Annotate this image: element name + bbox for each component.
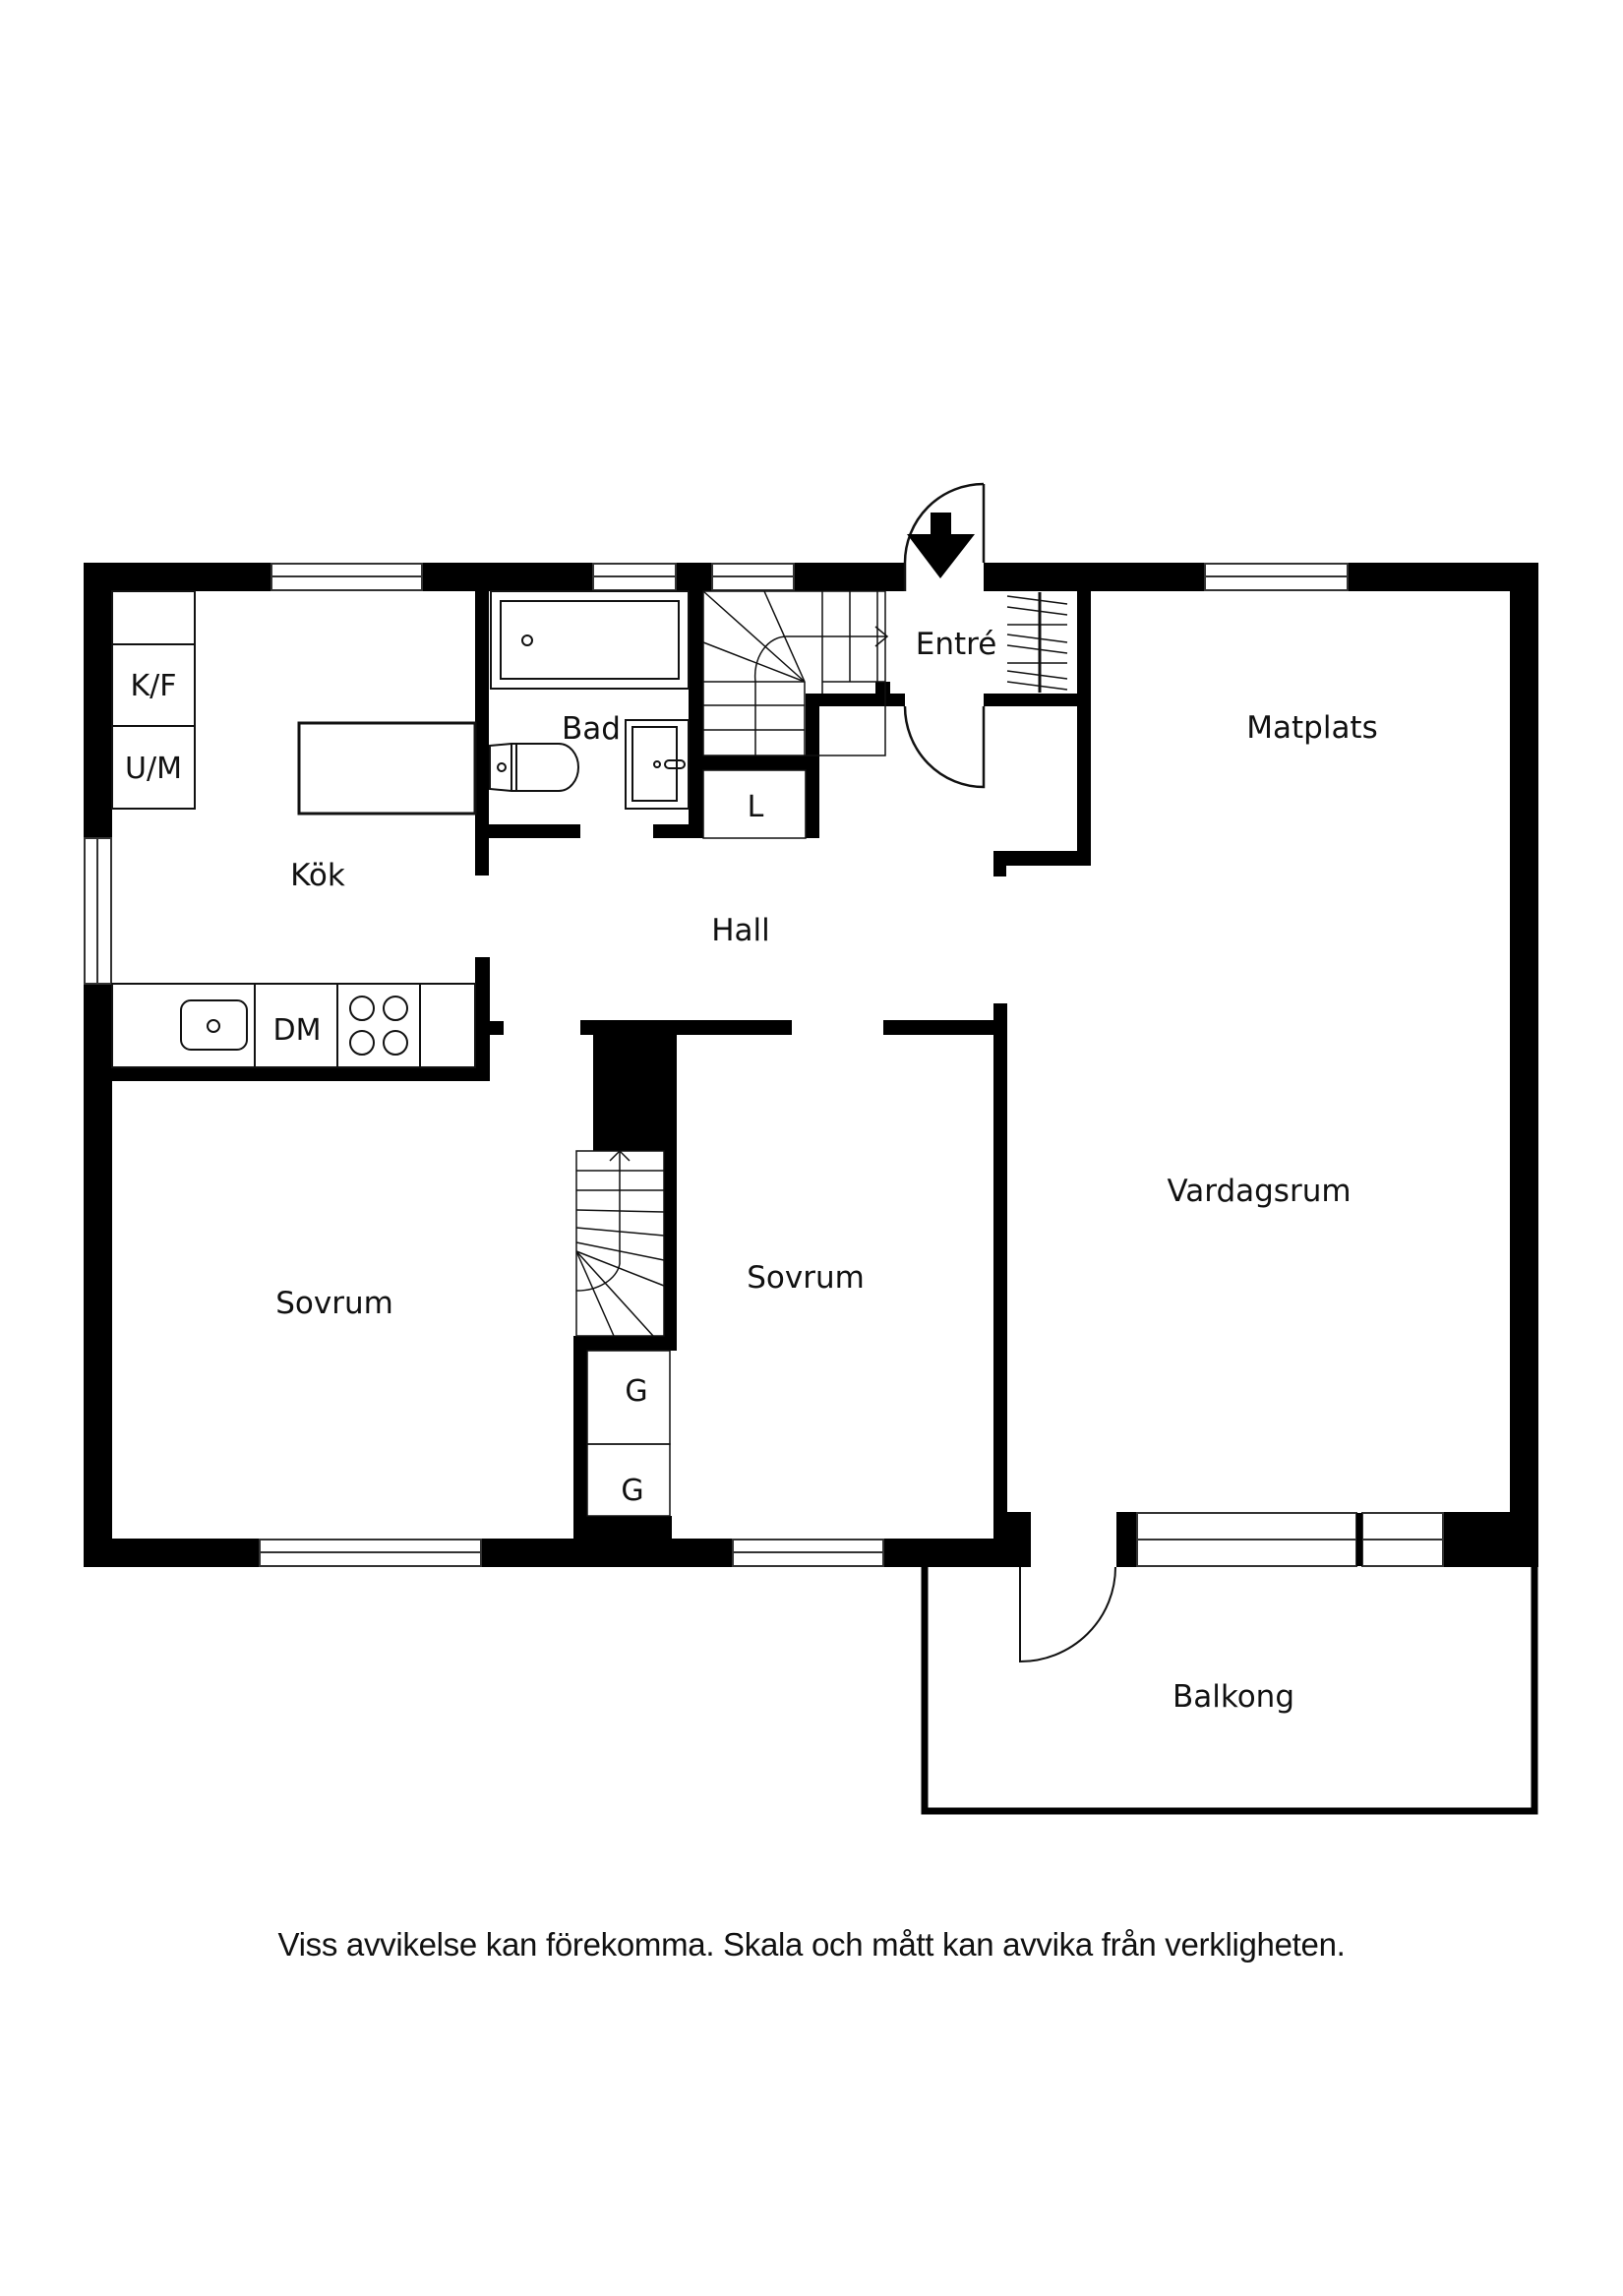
interior-walls <box>112 580 1091 1545</box>
fixture-label-dishwasher: DM <box>273 1013 322 1048</box>
stair-direction-arrow-icon <box>874 626 889 647</box>
fixture-label-wardrobe-1: G <box>625 1374 647 1409</box>
wardrobe-hangers-icon <box>1006 592 1068 693</box>
hob-icon <box>349 996 408 1056</box>
entry-door-swing-top <box>903 482 985 591</box>
room-label-entre: Entré <box>916 627 997 662</box>
room-label-balkong: Balkong <box>1172 1679 1294 1715</box>
toilet-icon <box>489 743 579 792</box>
room-label-hall: Hall <box>711 913 770 948</box>
staircase-upper <box>702 590 889 756</box>
kitchen-fixtures <box>111 590 477 1068</box>
staircase-lower <box>575 1149 665 1337</box>
fixture-label-oven-microwave: U/M <box>125 752 182 786</box>
oven-microwave <box>111 725 196 810</box>
wardrobes <box>586 1350 671 1517</box>
balcony <box>921 1566 1538 1815</box>
room-label-sovrum-left: Sovrum <box>275 1286 393 1321</box>
sink-icon <box>180 999 248 1051</box>
fixture-label-fridge-freezer: K/F <box>130 669 176 703</box>
disclaimer-text: Viss avvikelse kan förekomma. Skala och … <box>277 1926 1346 1963</box>
room-label-bad: Bad <box>562 711 621 747</box>
fixture-label-wardrobe-2: G <box>621 1474 643 1508</box>
fixture-label-linen-closet: L <box>748 790 764 824</box>
entry <box>903 482 1068 789</box>
balcony-door-swing <box>1019 1566 1116 1663</box>
entry-door-swing-bottom <box>903 705 986 789</box>
room-label-sovrum-mid: Sovrum <box>747 1260 865 1296</box>
room-label-kok: Kök <box>290 858 345 893</box>
bathtub-icon <box>490 590 690 690</box>
kitchen-island <box>297 721 477 816</box>
outer-walls <box>84 563 1538 1567</box>
room-label-matplats: Matplats <box>1246 710 1378 746</box>
room-label-vardagsrum: Vardagsrum <box>1167 1174 1351 1209</box>
linen-closet <box>702 769 807 839</box>
windows <box>84 563 1444 1567</box>
bathroom-fixtures <box>489 590 690 810</box>
entrance-arrow-icon <box>907 513 975 578</box>
stair-direction-arrow-icon <box>609 1149 631 1162</box>
washbasin-icon <box>625 719 690 810</box>
